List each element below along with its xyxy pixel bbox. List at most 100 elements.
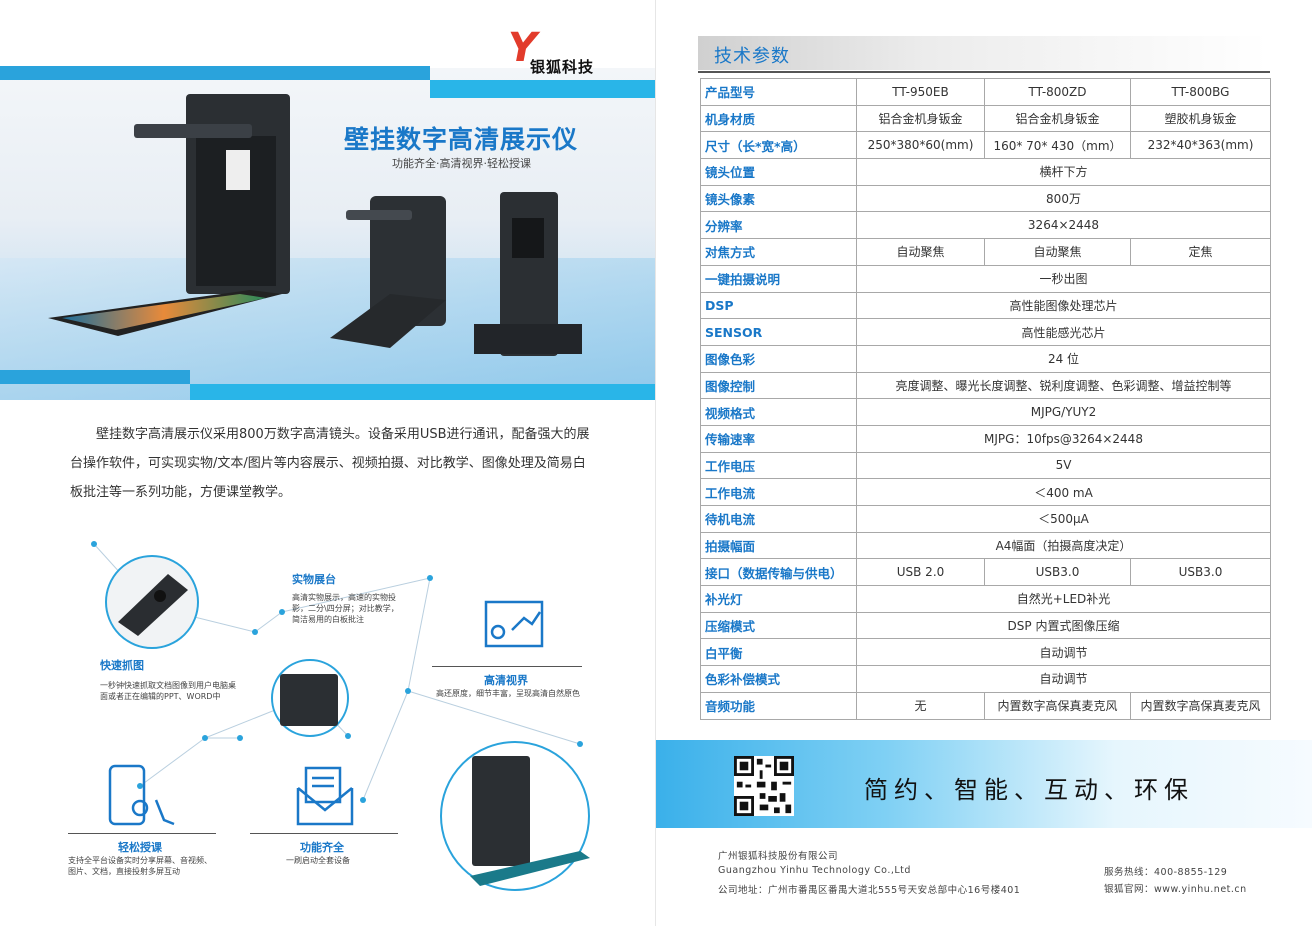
spec-label: 产品型号 xyxy=(700,78,857,106)
spec-label: 分辨率 xyxy=(700,211,857,240)
spec-value: 160* 70* 430（mm） xyxy=(984,131,1131,160)
feature-capture-desc: 一秒钟快速抓取文档图像到用户电脑桌面或者正在编辑的PPT、WORD中 xyxy=(100,681,236,701)
accent-stripe xyxy=(190,384,656,400)
feature-teach-desc: 支持全平台设备实时分享屏幕、音视频、图片、文档，直接投射多屏互动 xyxy=(68,856,212,876)
spec-row: 待机电流＜500μA xyxy=(700,505,1271,533)
spec-value: 内置数字高保真麦克风 xyxy=(984,691,1131,720)
spec-value: MJPG：10fps@3264×2448 xyxy=(856,424,1271,453)
spec-value: 5V xyxy=(856,451,1271,480)
official-website[interactable]: 银狐官网：www.yinhu.net.cn xyxy=(1104,884,1247,895)
spec-row: 镜头位置横杆下方 xyxy=(700,158,1271,186)
spec-label: 接口（数据传输与供电） xyxy=(700,558,857,587)
spec-value: MJPG/YUY2 xyxy=(856,398,1271,426)
spec-value: 塑胶机身钣金 xyxy=(1130,104,1271,133)
spec-label: 对焦方式 xyxy=(700,238,857,266)
accent-stripe xyxy=(430,80,656,98)
spec-value: 800万 xyxy=(856,184,1271,213)
spec-label: 尺寸（长*宽*高） xyxy=(700,131,857,160)
spec-row: 机身材质铝合金机身钣金铝合金机身钣金塑胶机身钣金 xyxy=(700,104,1271,133)
spec-label: 机身材质 xyxy=(700,104,857,133)
spec-value: USB 2.0 xyxy=(856,558,985,587)
hero-banner xyxy=(0,68,656,400)
accent-stripe xyxy=(0,370,190,384)
teaching-board-icon xyxy=(484,600,544,648)
spec-label: 白平衡 xyxy=(700,638,857,667)
spec-row: 色彩补偿模式自动调节 xyxy=(700,665,1271,693)
spec-rule xyxy=(698,71,1270,73)
feature-full-title: 功能齐全 xyxy=(300,841,344,854)
divider xyxy=(250,833,398,834)
spec-label: 镜头位置 xyxy=(700,158,857,186)
spec-value: 高性能图像处理芯片 xyxy=(856,291,1271,320)
company-address: 公司地址：广州市番禺区番禺大道北555号天安总部中心16号楼401 xyxy=(718,885,1021,896)
product-illustration xyxy=(0,94,656,400)
document-envelope-icon xyxy=(296,766,354,826)
spec-value: 内置数字高保真麦克风 xyxy=(1130,691,1271,720)
divider xyxy=(432,666,582,667)
spec-value: A4幅面（拍摄高度决定） xyxy=(856,531,1271,560)
spec-label: 图像色彩 xyxy=(700,344,857,373)
spec-value: 250*380*60(mm) xyxy=(856,131,985,160)
feature-full-desc: 一刷启动全套设备 xyxy=(286,856,350,865)
spec-value: 铝合金机身钣金 xyxy=(856,104,985,133)
spec-row: 工作电流＜400 mA xyxy=(700,478,1271,506)
spec-row: 图像控制亮度调整、曝光长度调整、锐利度调整、色彩调整、增益控制等 xyxy=(700,371,1271,400)
spec-value: 定焦 xyxy=(1130,238,1271,266)
spec-label: 音频功能 xyxy=(700,691,857,720)
spec-label: 拍摄幅面 xyxy=(700,531,857,560)
spec-label: SENSOR xyxy=(700,318,857,346)
spec-value: 高性能感光芯片 xyxy=(856,318,1271,346)
spec-label: 待机电流 xyxy=(700,505,857,533)
spec-label: 图像控制 xyxy=(700,371,857,400)
spec-value: 无 xyxy=(856,691,985,720)
hero-subtitle: 功能齐全·高清视界·轻松授课 xyxy=(392,157,531,170)
company-name-cn: 广州银狐科技股份有限公司 xyxy=(718,851,839,862)
spec-value: USB3.0 xyxy=(984,558,1131,587)
spec-value: TT-800ZD xyxy=(984,78,1131,106)
spec-value: 自动调节 xyxy=(856,638,1271,667)
feature-teach-title: 轻松授课 xyxy=(118,841,162,854)
tablet-touch-icon xyxy=(108,764,175,826)
spec-row: 白平衡自动调节 xyxy=(700,638,1271,667)
spec-label: 传输速率 xyxy=(700,424,857,453)
feature-hd-title: 高清视界 xyxy=(484,674,528,687)
spec-value: TT-800BG xyxy=(1130,78,1271,106)
logo-mark: Y xyxy=(508,25,537,71)
brand-name: 银狐科技 xyxy=(530,58,595,76)
spec-value: 232*40*363(mm) xyxy=(1130,131,1271,160)
feature-booth-title: 实物展台 xyxy=(292,573,336,586)
brand-logo: Y 银狐科技 xyxy=(508,26,618,76)
hero-title: 壁挂数字高清展示仪 xyxy=(344,125,579,154)
spec-row: 尺寸（长*宽*高）250*380*60(mm)160* 70* 430（mm）2… xyxy=(700,131,1271,160)
spec-label: DSP xyxy=(700,291,857,320)
accent-stripe xyxy=(0,66,430,80)
spec-value: 自动调节 xyxy=(856,665,1271,693)
spec-value: TT-950EB xyxy=(856,78,985,106)
spec-row: 一键拍摄说明一秒出图 xyxy=(700,264,1271,293)
spec-label: 工作电压 xyxy=(700,451,857,480)
spec-value: 横杆下方 xyxy=(856,158,1271,186)
divider xyxy=(68,833,216,834)
spec-title: 技术参数 xyxy=(714,46,790,67)
spec-label: 色彩补偿模式 xyxy=(700,665,857,693)
spec-row: 音频功能无内置数字高保真麦克风内置数字高保真麦克风 xyxy=(700,691,1271,720)
spec-row: 对焦方式自动聚焦自动聚焦定焦 xyxy=(700,238,1271,266)
feature-capture-title: 快速抓图 xyxy=(100,659,144,672)
spec-value: 铝合金机身钣金 xyxy=(984,104,1131,133)
spec-value: 24 位 xyxy=(856,344,1271,373)
spec-value: ＜400 mA xyxy=(856,478,1271,506)
spec-header: 技术参数 xyxy=(698,36,1268,70)
spec-label: 视频格式 xyxy=(700,398,857,426)
left-page: Y 银狐科技 壁挂数字高清展示仪 功能齐全·高清视界·轻松授课 壁挂数字高清展示… xyxy=(0,26,656,891)
spec-row: 补光灯自然光+LED补光 xyxy=(700,585,1271,613)
feature-hd-desc: 高还原度，细节丰富，呈现高清自然原色 xyxy=(436,689,580,698)
spec-value: 自然光+LED补光 xyxy=(856,585,1271,613)
